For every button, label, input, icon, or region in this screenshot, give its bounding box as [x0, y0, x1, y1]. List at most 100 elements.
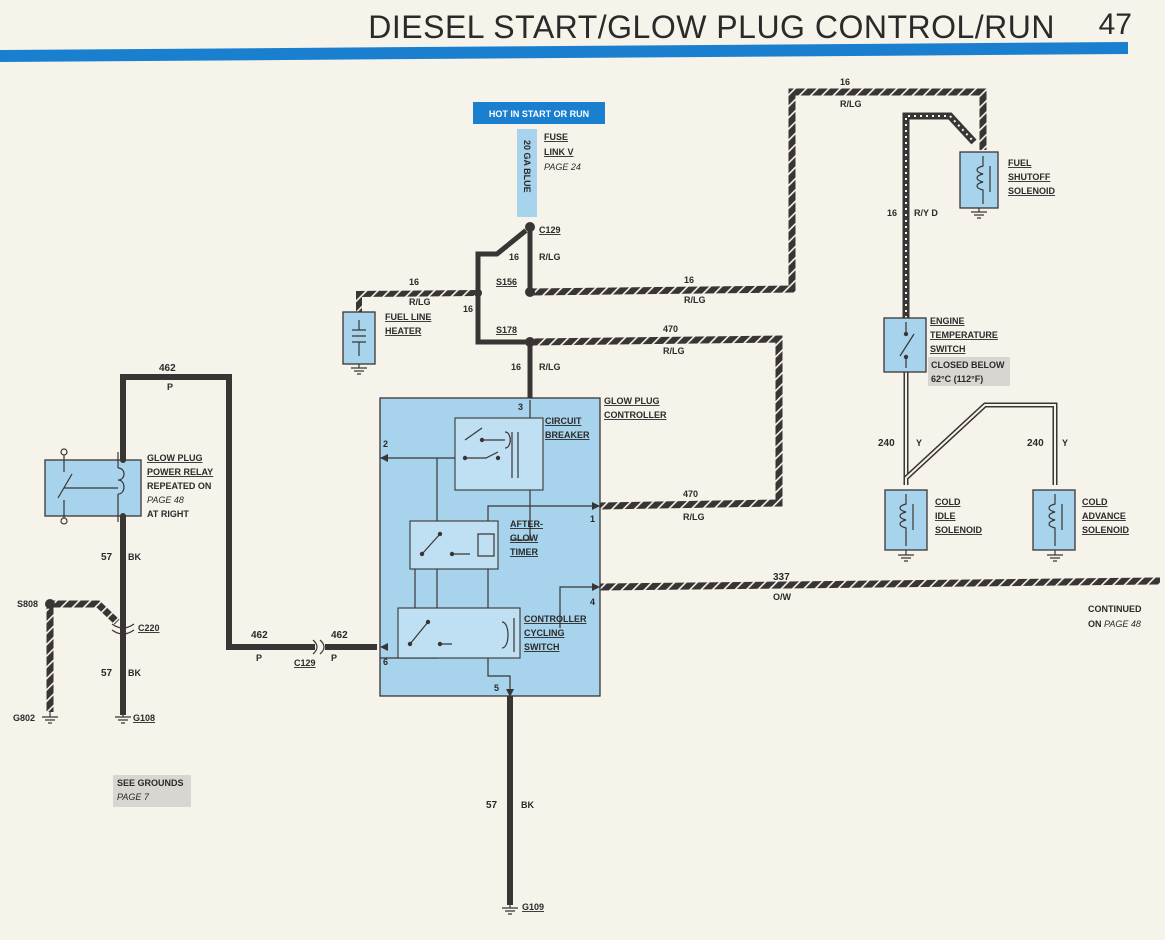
wire-470-label-b: 470 — [683, 489, 698, 499]
wire-s178-470 — [529, 335, 783, 510]
wire-c129-s156-b — [475, 228, 528, 295]
ground-icon — [1047, 550, 1063, 562]
wire-462-label-a: 462 — [159, 363, 176, 374]
fuse-link — [517, 129, 537, 217]
cycling-switch-label-1: CONTROLLER — [524, 614, 587, 624]
page-number: 47 — [1099, 8, 1132, 41]
wire-rlg-label-b: R/LG — [684, 295, 706, 305]
wire-rlg-label-d: R/LG — [663, 346, 685, 356]
cold-advance-label-2: ADVANCE — [1082, 511, 1126, 521]
wire-y-label-a: Y — [916, 438, 922, 448]
cold-idle-label-2: IDLE — [935, 511, 956, 521]
wire-s156-s178 — [475, 289, 533, 345]
wire-337-label: 337 — [773, 572, 790, 583]
continued-page: PAGE 48 — [1104, 619, 1141, 629]
circuit-breaker-label-1: CIRCUIT — [545, 416, 582, 426]
s178-label: S178 — [496, 325, 517, 335]
pin-1: 1 — [590, 514, 595, 524]
glow-controller-label-2: CONTROLLER — [604, 410, 667, 420]
ground-icon — [898, 550, 914, 562]
wire-462 — [120, 374, 315, 650]
coil-icon — [976, 156, 991, 204]
wire-y-label-b: Y — [1062, 438, 1068, 448]
glow-controller-label-1: GLOW PLUG — [604, 396, 660, 406]
ground-icon — [42, 712, 58, 724]
cold-idle-label-1: COLD — [935, 497, 961, 507]
wire-462-label-b: 462 — [251, 630, 268, 641]
wire-p-label-a: P — [167, 382, 173, 392]
s808-label: S808 — [17, 599, 38, 609]
wire-337 — [599, 577, 1161, 591]
ground-icon — [351, 364, 367, 375]
c129-top-dot — [525, 222, 535, 232]
pin-3: 3 — [518, 402, 523, 412]
engine-temp-label-3: SWITCH — [930, 344, 966, 354]
coil-icon — [1048, 494, 1063, 546]
wire-57-label-a: 57 — [101, 552, 113, 563]
wire-s156-to-heater — [356, 290, 479, 312]
wire-ryd-dots — [905, 115, 975, 318]
fuse-name-2: LINK V — [544, 147, 574, 157]
engine-temp-label-2: TEMPERATURE — [930, 330, 998, 340]
power-relay-label-2: POWER RELAY — [147, 467, 213, 477]
g109-label: G109 — [522, 902, 544, 912]
header-accent-bar — [0, 42, 1128, 62]
fuel-shutoff-label-1: FUEL — [1008, 158, 1032, 168]
wire-bk-label-b: BK — [128, 668, 141, 678]
closed-below-label-1: CLOSED BELOW — [931, 360, 1005, 370]
pin-5: 5 — [494, 683, 499, 693]
engine-temp-label-1: ENGINE — [930, 316, 965, 326]
glow-plug-power-relay: GLOW PLUG POWER RELAY REPEATED ON PAGE 4… — [44, 448, 213, 525]
wire-p-label-b: P — [256, 653, 262, 663]
c220-label: C220 — [138, 623, 160, 633]
fuel-line-heater: FUEL LINE HEATER — [342, 311, 431, 375]
wire-16-label-d: 16 — [463, 304, 473, 314]
wire-rlg-label-c: R/LG — [409, 297, 431, 307]
wire-470-label-a: 470 — [663, 324, 678, 334]
g108-label: G108 — [133, 713, 155, 723]
fuel-shutoff-solenoid: FUEL SHUTOFF SOLENOID — [959, 151, 1056, 219]
s808-dot — [45, 599, 55, 609]
wire-16-label-a: 16 — [509, 252, 519, 262]
continued-label: CONTINUED — [1088, 604, 1142, 614]
wire-bk-label-c: BK — [521, 800, 534, 810]
cold-advance-label-3: SOLENOID — [1082, 525, 1130, 535]
wire-16-label-b: 16 — [684, 275, 694, 285]
controller-cycling-switch — [397, 607, 521, 659]
fuse-gauge-label: 20 GA BLUE — [522, 140, 532, 193]
wire-labels: C129 16 R/LG S156 16 R/LG 16 R/LG 16 S17… — [101, 77, 1068, 811]
pin-4: 4 — [590, 597, 595, 607]
wire-57-label-b: 57 — [101, 668, 113, 679]
closed-below-note — [928, 357, 1010, 386]
wire-57-label-c: 57 — [486, 800, 498, 811]
pin-6: 6 — [383, 657, 388, 667]
wire-16-label-c: 16 — [409, 277, 419, 287]
fuel-shutoff-label-3: SOLENOID — [1008, 186, 1056, 196]
s178-dot — [525, 337, 535, 347]
c129-top-label: C129 — [539, 225, 561, 235]
see-grounds-page: PAGE 7 — [117, 792, 150, 802]
wire-rlg-label-a: R/LG — [539, 252, 561, 262]
s156-label: S156 — [496, 277, 517, 287]
ground-icon — [115, 712, 131, 724]
wire-bk-label-a: BK — [128, 552, 141, 562]
wire-462-label-c: 462 — [331, 630, 348, 641]
wires — [46, 88, 1161, 905]
engine-temperature-switch: ENGINE TEMPERATURE SWITCH CLOSED BELOW 6… — [883, 316, 1010, 386]
wire-16-label-f: 16 — [840, 77, 850, 87]
after-glow-label-3: TIMER — [510, 547, 538, 557]
circuit-breaker — [454, 417, 544, 491]
connectors: C220 S808 G802 G108 G109 — [13, 599, 544, 915]
c220-connector-icon — [111, 623, 135, 635]
closed-below-label-2: 62°C (112°F) — [931, 374, 983, 384]
fuse-page-ref: PAGE 24 — [544, 162, 581, 172]
hot-label-text: HOT IN START OR RUN — [489, 109, 589, 119]
notes: SEE GROUNDS PAGE 7 CONTINUED ON PAGE 48 — [113, 604, 1142, 807]
wire-ryd-label: R/Y D — [914, 208, 938, 218]
hot-label: HOT IN START OR RUN — [473, 102, 605, 124]
ground-icon — [971, 208, 987, 219]
cold-idle-label-3: SOLENOID — [935, 525, 983, 535]
c129-bottom-connector-icon — [312, 639, 325, 655]
wire-ow-label: O/W — [773, 592, 792, 602]
